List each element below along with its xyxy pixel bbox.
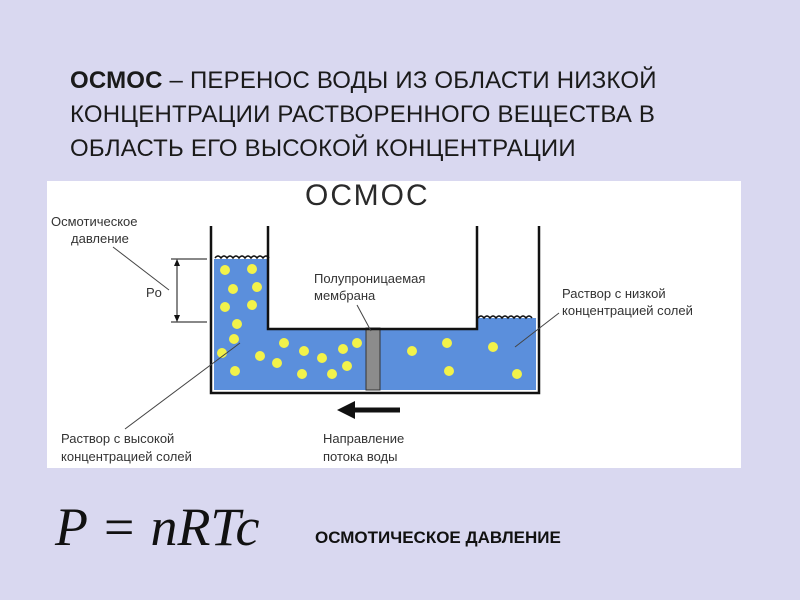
- vessel-outer-wall: [209, 226, 541, 395]
- solute-particles-low: [407, 338, 522, 379]
- low-concentration-label-line1: Раствор с низкой: [562, 286, 666, 301]
- osmotic-pressure-formula: P = nRTc: [55, 497, 260, 557]
- high-level-surface: [214, 255, 270, 260]
- high-concentration-pointer: [124, 342, 241, 430]
- osmosis-diagram: ОСМОС: [47, 181, 741, 468]
- flow-label-line2: потока воды: [323, 449, 397, 464]
- osmosis-diagram-svg: ОСМОС: [51, 181, 693, 464]
- membrane-pointer: [356, 304, 372, 332]
- osmotic-pressure-pointer: [112, 246, 170, 291]
- formula-caption: ОСМОТИЧЕСКОЕ ДАВЛЕНИЕ: [315, 528, 561, 547]
- membrane-label-line2: мембрана: [314, 288, 376, 303]
- high-concentration-label-line2: концентрацией солей: [61, 449, 192, 464]
- osmotic-pressure-label-line1: Осмотическое: [51, 214, 138, 229]
- high-concentration-label-line1: Раствор с высокой: [61, 431, 174, 446]
- flow-label-line1: Направление: [323, 431, 404, 446]
- p0-label: Po: [146, 285, 162, 300]
- solute-particles-high: [217, 264, 362, 379]
- p0-arrow-up: [174, 259, 180, 266]
- p0-arrow-down: [174, 315, 180, 322]
- osmotic-pressure-label-line2: давление: [71, 231, 129, 246]
- low-level-surface: [477, 315, 533, 320]
- definition-text: – ПЕРЕНОС ВОДЫ ИЗ ОБЛАСТИ НИЗКОЙ КОНЦЕНТ…: [70, 67, 657, 162]
- semipermeable-membrane: [365, 327, 381, 391]
- diagram-title: ОСМОС: [305, 181, 430, 212]
- flow-arrow-head: [337, 401, 355, 419]
- low-concentration-pointer: [514, 312, 560, 348]
- low-concentration-surface: [477, 318, 536, 328]
- low-concentration-label-line2: концентрацией солей: [562, 303, 693, 318]
- vessel-inner-wall: [266, 226, 479, 331]
- definition-heading: ОСМОС – ПЕРЕНОС ВОДЫ ИЗ ОБЛАСТИ НИЗКОЙ К…: [70, 64, 770, 166]
- membrane-label-line1: Полупроницаемая: [314, 271, 425, 286]
- term-osmosis: ОСМОС: [70, 67, 163, 94]
